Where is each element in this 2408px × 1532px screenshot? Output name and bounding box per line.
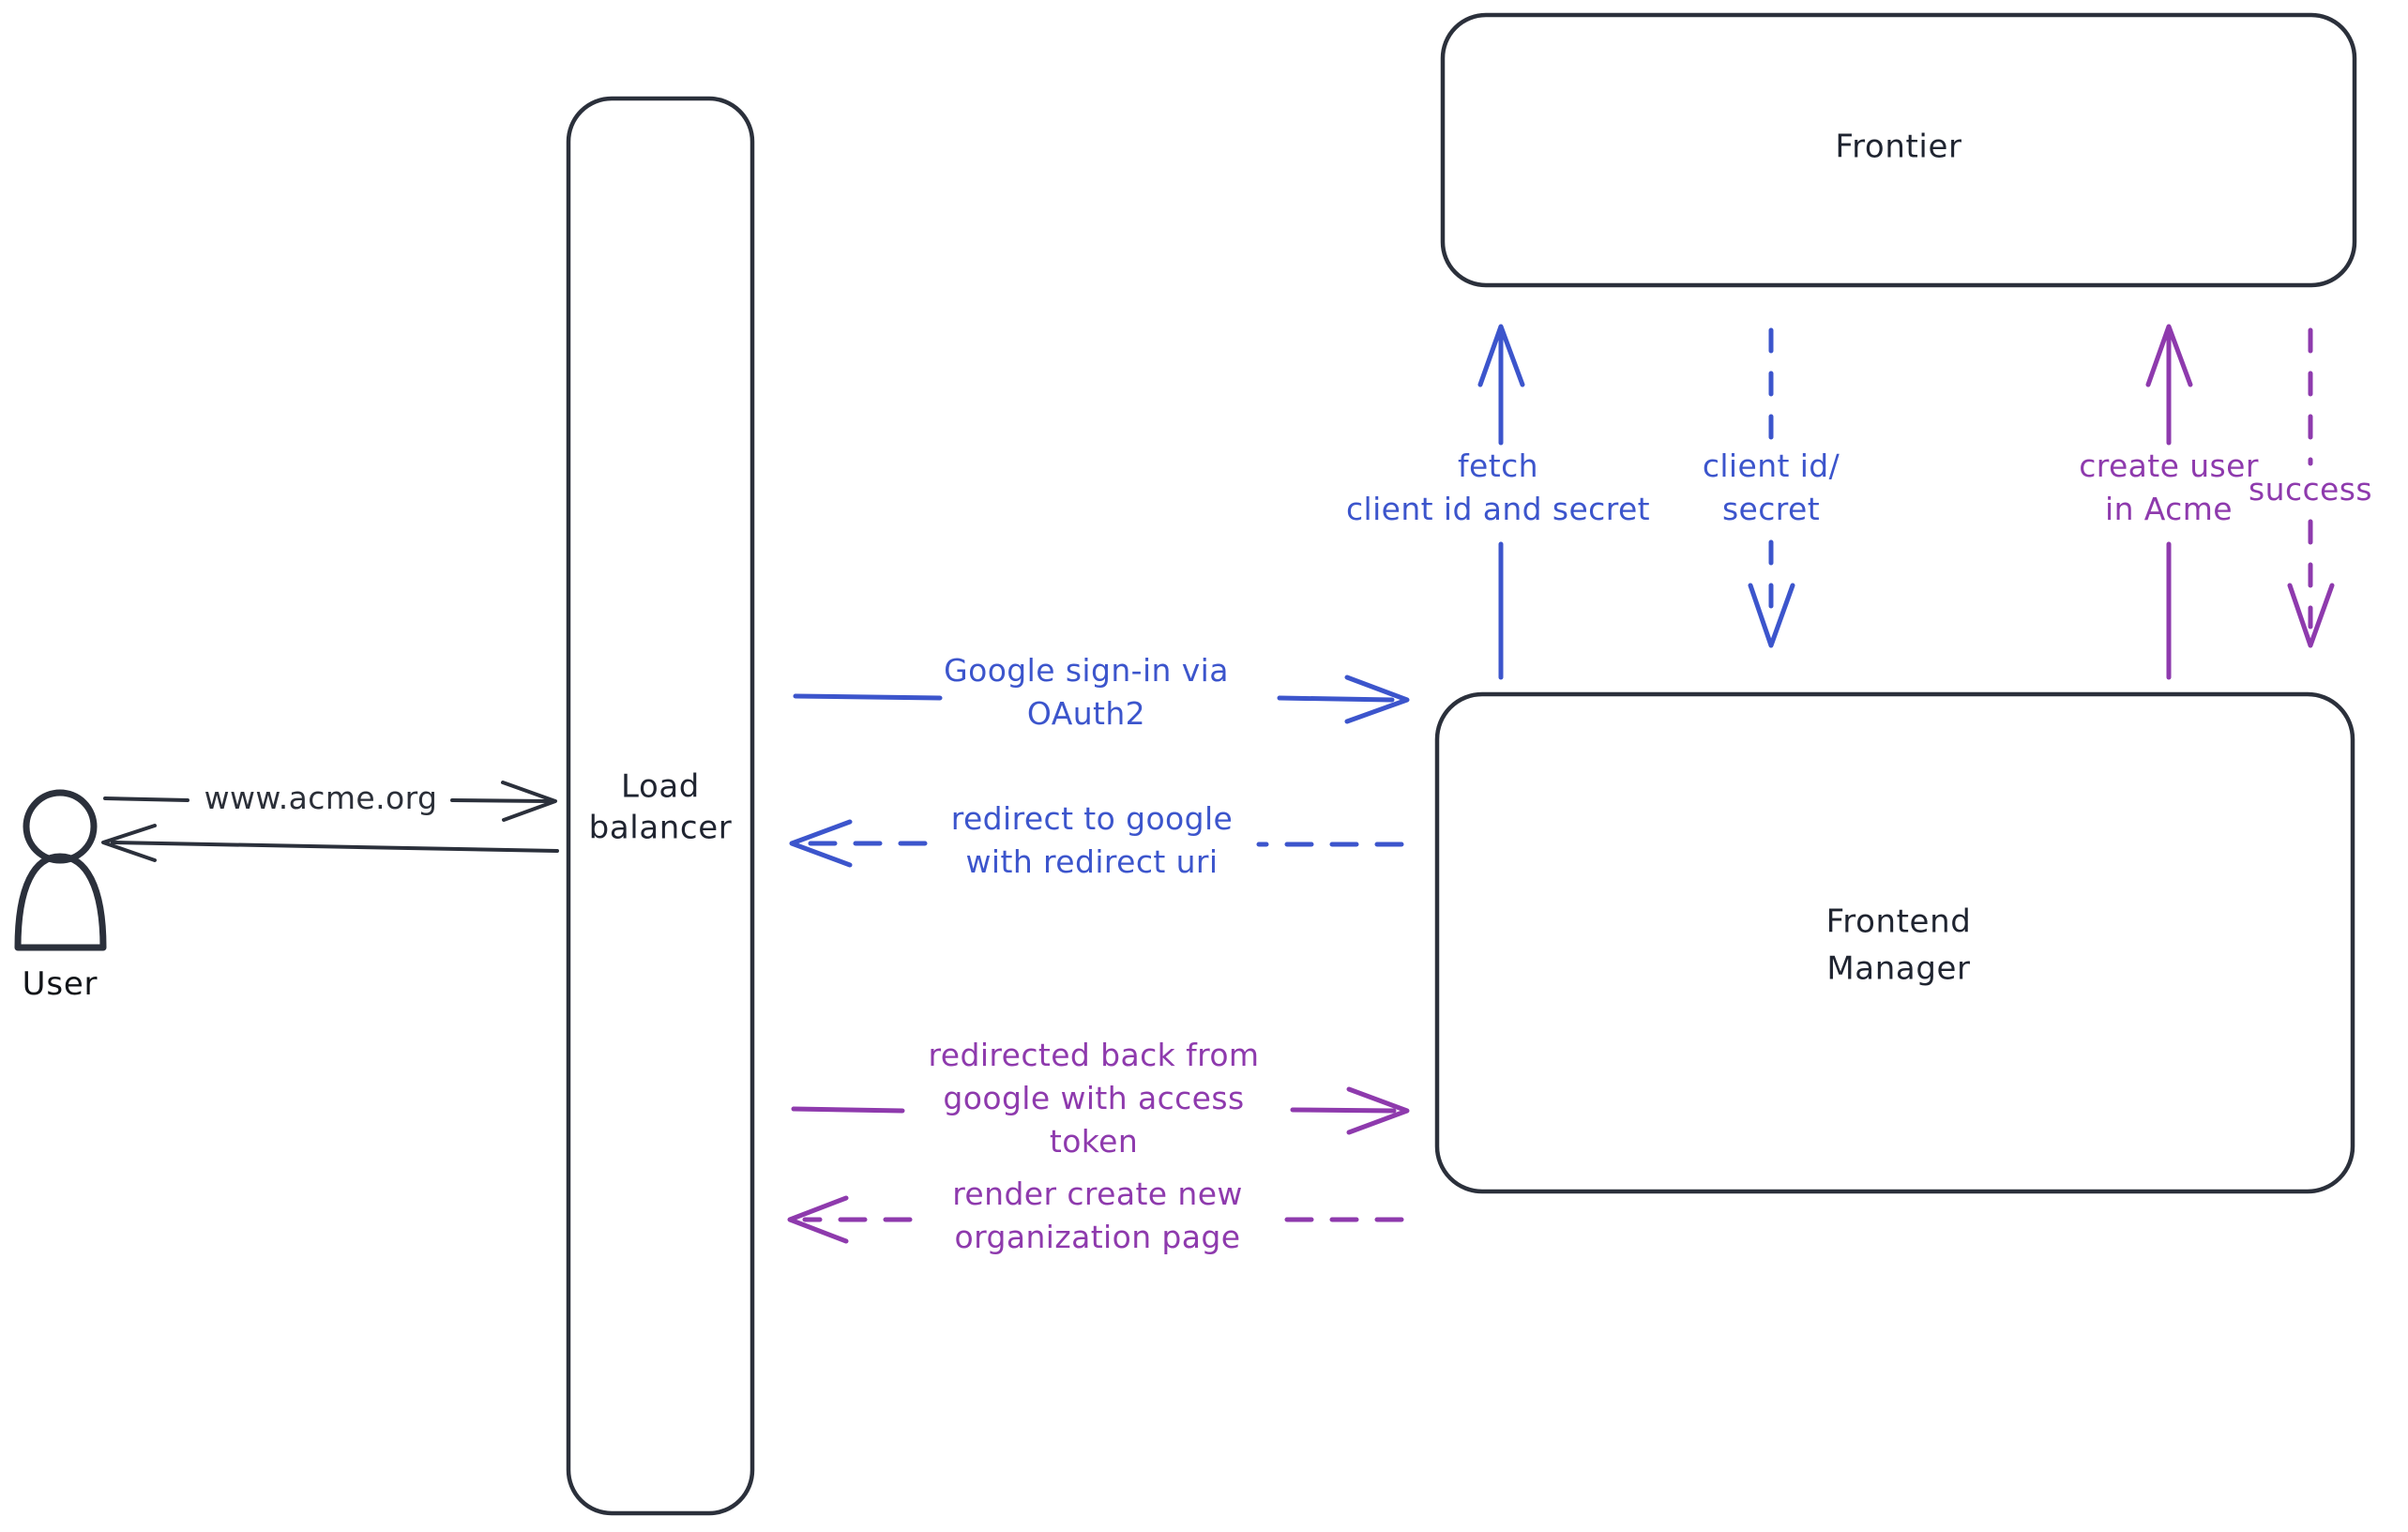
edge-create-user-label-line2: in Acme bbox=[2105, 491, 2233, 527]
edge-render-label-line2: organization page bbox=[955, 1219, 1241, 1255]
load-balancer-box bbox=[566, 96, 755, 1516]
edge-fm-to-frontier-fetch[interactable]: fetch client id and secret bbox=[1346, 324, 1650, 680]
edge-frontier-to-fm-creds[interactable]: client id/ secret bbox=[1703, 327, 1840, 648]
edge-redirect-label-line2: with redirect uri bbox=[966, 843, 1219, 880]
edge-creds-label-line1: client id/ bbox=[1703, 447, 1840, 484]
frontier-label: Frontier bbox=[1835, 129, 1961, 166]
load-balancer-label-line2: balancer bbox=[589, 810, 733, 847]
edge-fetch-label-line1: fetch bbox=[1458, 447, 1538, 484]
actor-user-label: User bbox=[23, 965, 98, 1003]
user-body-icon bbox=[14, 853, 107, 951]
frontend-manager-box bbox=[1434, 691, 2355, 1194]
node-frontier[interactable]: Frontier bbox=[1440, 12, 2357, 288]
edge-token-label-line1: redirected back from bbox=[929, 1037, 1260, 1073]
edge-user-to-lb-label: www.acme.org bbox=[204, 780, 438, 816]
edge-signin-label-line2: OAuth2 bbox=[1027, 695, 1145, 732]
edge-render-label-line1: render create new bbox=[952, 1176, 1243, 1212]
actor-user[interactable]: User bbox=[14, 789, 107, 1003]
user-head-icon bbox=[23, 789, 98, 864]
edge-signin-label-line1: Google sign-in via bbox=[944, 652, 1229, 689]
edge-fm-to-lb-render[interactable]: render create new organization page bbox=[787, 1176, 1404, 1255]
edge-fm-to-frontier-create[interactable]: create user in Acme bbox=[2079, 324, 2259, 680]
frontier-box bbox=[1440, 12, 2357, 288]
edge-token-label-line2: google with access bbox=[943, 1080, 1244, 1116]
edge-creds-label-line2: secret bbox=[1722, 491, 1820, 527]
edge-token-label-line3: token bbox=[1050, 1123, 1138, 1160]
edge-fetch-label-line2: client id and secret bbox=[1346, 491, 1650, 527]
edge-fm-to-lb-redirect[interactable]: redirect to google with redirect uri bbox=[789, 800, 1404, 880]
edge-lb-to-user[interactable] bbox=[101, 824, 559, 862]
load-balancer-label-line1: Load bbox=[621, 768, 700, 806]
edge-lb-to-fm-token[interactable]: redirected back from google with access … bbox=[791, 1037, 1410, 1160]
edge-create-user-label-line1: create user bbox=[2079, 447, 2259, 484]
frontend-manager-label-line1: Frontend bbox=[1826, 903, 1972, 941]
edge-redirect-label-line1: redirect to google bbox=[951, 800, 1234, 837]
node-frontend-manager[interactable]: Frontend Manager bbox=[1434, 691, 2355, 1194]
edge-user-to-lb[interactable]: www.acme.org bbox=[103, 780, 557, 822]
edge-frontier-to-fm-success[interactable]: success bbox=[2249, 327, 2372, 648]
frontend-manager-label-line2: Manager bbox=[1826, 950, 1970, 988]
edge-success-label: success bbox=[2249, 471, 2372, 508]
edge-lb-to-fm-signin[interactable]: Google sign-in via OAuth2 bbox=[793, 652, 1410, 732]
node-load-balancer[interactable]: Load balancer bbox=[566, 96, 755, 1516]
